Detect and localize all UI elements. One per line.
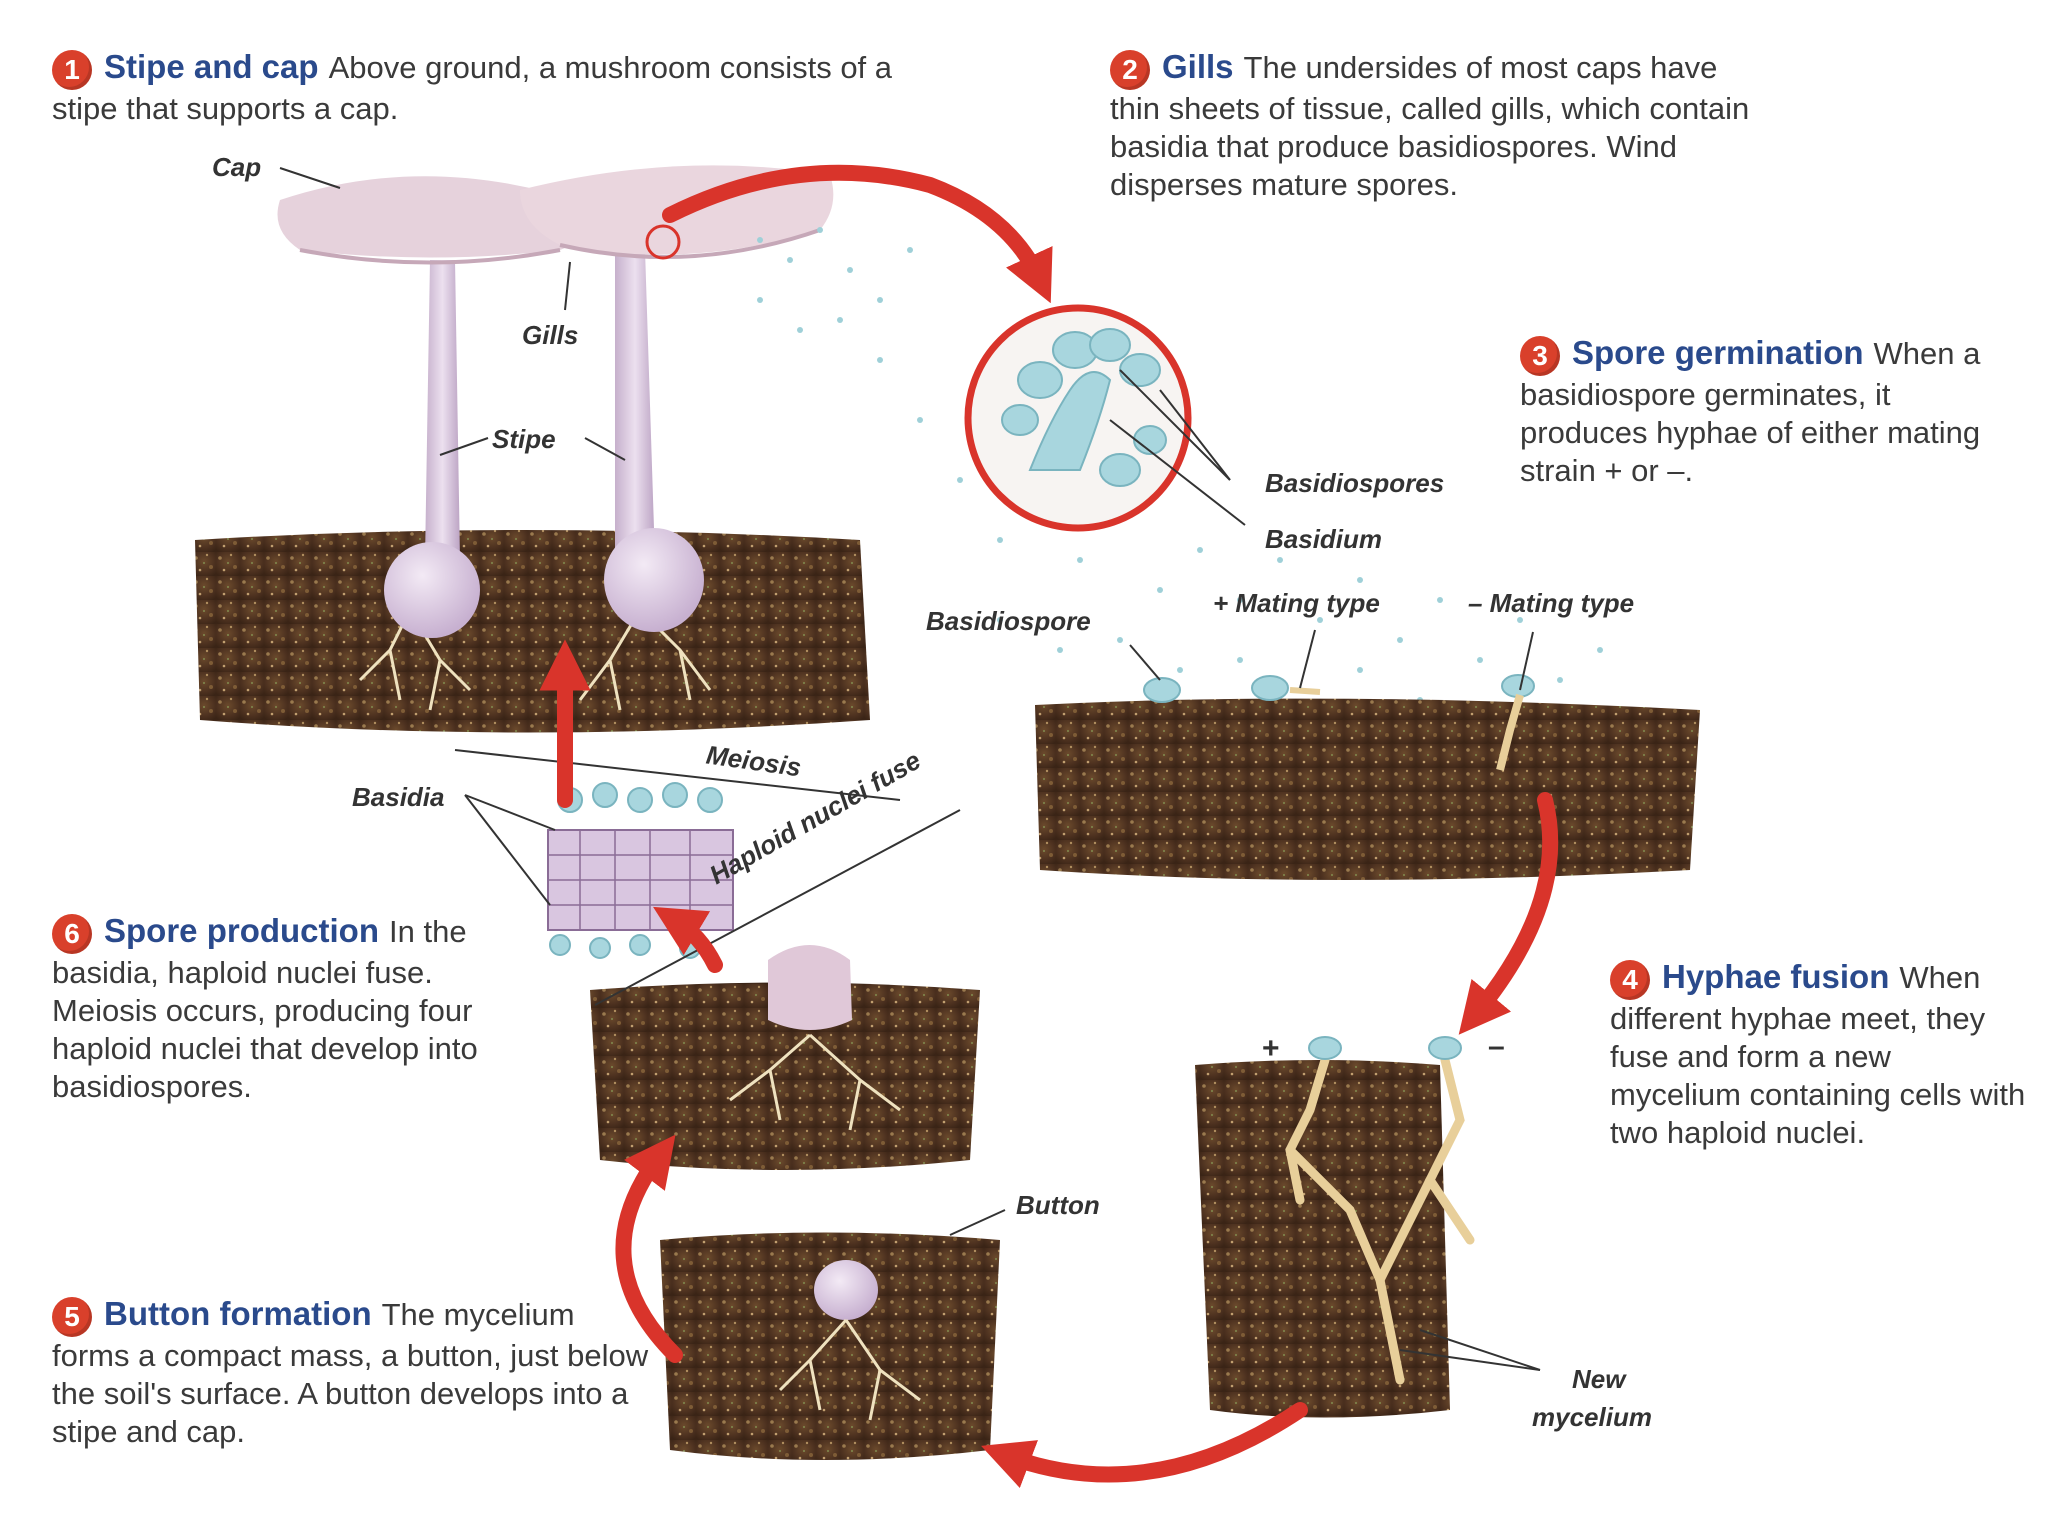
arrow-cap-to-gills [662, 164, 1053, 304]
step-number-badge: 2 [1110, 49, 1150, 90]
soil-slab-germination [1035, 698, 1700, 880]
bulb-left [384, 542, 480, 638]
step-number-badge: 6 [52, 913, 92, 954]
label-gills: Gills [522, 320, 579, 350]
label-stipe: Stipe [492, 424, 556, 454]
step-body: When different hyphae meet, they fuse an… [1610, 960, 2026, 1150]
label-basidiospore: Basidiospore [926, 606, 1091, 636]
arrow-button-to-young [615, 1134, 683, 1363]
fusing-hyphae [1285, 1055, 1475, 1385]
label-minus-mating-type: – Mating type [1468, 588, 1635, 618]
young-cap [768, 945, 852, 1030]
soil-slab-mature [195, 530, 870, 733]
step-body: The mycelium forms a compact mass, a but… [52, 1297, 649, 1449]
soil-slab-fusion [1195, 1060, 1450, 1418]
step-number-badge: 3 [1520, 335, 1560, 376]
step-number-badge: 4 [1610, 959, 1650, 1000]
gill-detail-circle [645, 224, 681, 260]
step-title: Stipe and cap [104, 48, 319, 85]
step-body: The undersides of most caps have thin sh… [1110, 50, 1750, 202]
step-number-badge: 1 [52, 49, 92, 90]
mature-roots [358, 608, 712, 711]
basidia-closeup [1001, 328, 1167, 487]
soil-slab-button [660, 1232, 1000, 1460]
step-title: Spore production [104, 912, 379, 949]
label-new-mycelium-line1: New [1572, 1364, 1626, 1394]
label-cap: Cap [212, 152, 262, 182]
step-title: Button formation [104, 1295, 372, 1332]
label-minus-sign: – [1488, 1030, 1505, 1063]
label-new-mycelium-line2: mycelium [1532, 1402, 1652, 1432]
step-title: Spore germination [1572, 334, 1864, 371]
bulb-right [604, 528, 704, 632]
step-title: Gills [1162, 48, 1234, 85]
arrow-young-to-basidia [653, 906, 723, 973]
label-plus-sign: + [1262, 1032, 1280, 1065]
cycle-arrows [539, 164, 1559, 1489]
step-number-badge: 5 [52, 1296, 92, 1337]
soil-slab-young [590, 982, 980, 1170]
label-basidium: Basidium [1265, 524, 1383, 554]
step-body: In the basidia, haploid nuclei fuse. Mei… [52, 914, 478, 1104]
stipe-left [425, 260, 460, 560]
label-button: Button [1016, 1190, 1100, 1220]
label-basidiospores: Basidiospores [1265, 468, 1445, 498]
arrow-germination-to-fusion [1458, 792, 1559, 1035]
stipe-right [615, 250, 655, 560]
label-basidia: Basidia [352, 782, 445, 812]
button-bulb [814, 1260, 878, 1320]
step-body: Above ground, a mushroom consists of a s… [52, 50, 893, 126]
arrow-fusion-to-button [981, 1402, 1308, 1489]
germinating-spores [1143, 674, 1535, 703]
step-title: Hyphae fusion [1662, 958, 1890, 995]
step-body: When a basidiospore germinates, it produ… [1520, 336, 1981, 488]
cap-left [277, 176, 592, 258]
germ-hypha [1496, 693, 1524, 771]
label-plus-mating-type: + Mating type [1213, 588, 1380, 618]
